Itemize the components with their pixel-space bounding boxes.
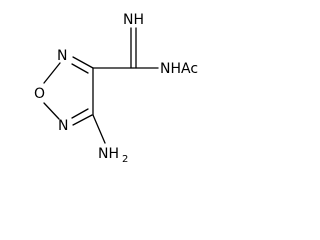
bond-c3-n2	[72, 56, 94, 69]
atom-label-amino-subscript: 2	[122, 154, 128, 165]
atom-label-amino-nh: NH	[98, 146, 119, 162]
bond-o1-n5	[43, 102, 60, 120]
bond-c3-n2-double	[71, 63, 89, 74]
molecule-structure-diagram: NH N NHAc O N NH 2	[34, 12, 198, 165]
atom-label-ring-n-top: N	[57, 48, 67, 64]
bond-c4-nh2	[92, 114, 106, 144]
atom-labels: NH N NHAc O N NH 2	[34, 12, 198, 165]
atom-label-ring-n-bottom: N	[58, 118, 68, 134]
bond-n2-o1	[43, 62, 61, 84]
atom-label-imine-nh: NH	[123, 12, 144, 28]
atom-label-nhac: NHAc	[160, 61, 198, 77]
atom-label-ring-o: O	[34, 86, 45, 102]
bond-n5-c4-double	[71, 108, 89, 119]
bond-n5-c4	[72, 114, 93, 126]
bonds	[43, 27, 159, 144]
